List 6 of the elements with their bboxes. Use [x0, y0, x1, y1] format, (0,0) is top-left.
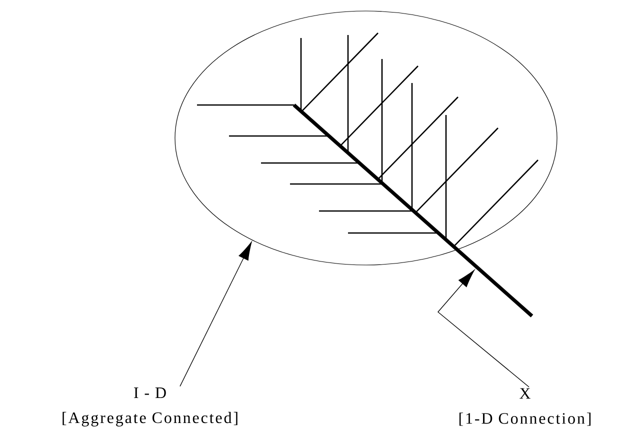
- ellipse: [174, 10, 558, 266]
- main-line: [292, 104, 534, 318]
- label-text: I - D [Aggregate Connected]: [62, 388, 238, 426]
- label-text: X [1-D Connection]: [459, 388, 591, 426]
- leader-arrow: [180, 242, 252, 387]
- leader-arrow: [438, 270, 530, 388]
